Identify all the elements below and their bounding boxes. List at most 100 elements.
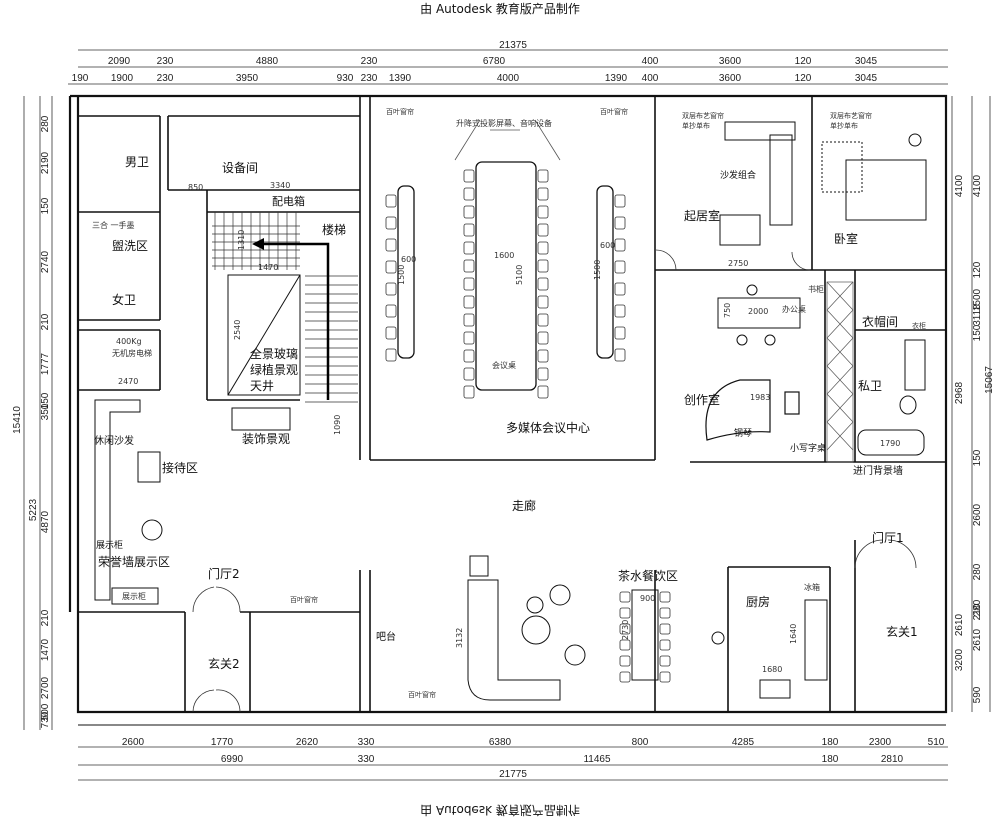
dim-top-r2-11: 120 — [795, 73, 812, 84]
dim-top-r2-4: 930 — [337, 73, 354, 84]
label-foyer1: 门厅1 — [872, 530, 904, 545]
dim-top-r2-9: 400 — [642, 73, 659, 84]
dim-left-in-1: 2190 — [40, 151, 51, 174]
chair-32 — [385, 260, 397, 274]
bathtub — [857, 339, 926, 456]
label-atrium-1: 全景玻璃 — [250, 346, 298, 361]
dim-right-overall: 15067 — [984, 366, 995, 394]
stair-arrow — [252, 238, 330, 400]
dim-top-r1-0: 2090 — [108, 56, 131, 67]
chair-7 — [537, 223, 549, 237]
dim-sofa-b: 2750 — [728, 259, 748, 268]
dim-atrium-h: 2540 — [233, 320, 242, 340]
dim-top-r2-8: 1390 — [605, 73, 628, 84]
dim-kitchen-h: 1640 — [789, 624, 798, 644]
dim-eq2: 850 — [188, 183, 203, 192]
chair-41 — [614, 348, 626, 362]
label-sink-toilet: 三合 一手墨 — [92, 220, 135, 230]
chair-34 — [385, 282, 397, 296]
chair-1 — [537, 169, 549, 183]
atrium — [227, 274, 301, 431]
dim-bar-l: 3132 — [455, 628, 464, 648]
dim-right-in-3: 3118 — [972, 304, 983, 326]
label-bookcase: 书柜 — [808, 284, 824, 294]
chair-26 — [385, 194, 397, 208]
dim-bottom-overall: 21775 — [499, 769, 527, 780]
dim-bottom-stair: 1090 — [333, 415, 342, 435]
dim-left-in-12: 500 — [40, 703, 51, 720]
bar-sofa — [467, 555, 561, 701]
label-elevator-1: 400Kg — [116, 337, 142, 346]
dim-stair-2: 1470 — [258, 263, 278, 272]
dim-right-in-6: 2600 — [972, 503, 983, 526]
label-entry1: 玄关1 — [886, 624, 918, 639]
label-corridor: 走廊 — [512, 498, 536, 513]
dim-left-in-4: 210 — [40, 313, 51, 330]
projector-lines — [454, 119, 561, 161]
label-projector: 升降式投影屏幕、音响设备 — [456, 118, 552, 128]
label-curtain-2b: 单抄单布 — [830, 121, 858, 130]
honor-cabinet — [111, 587, 159, 605]
chair-5 — [537, 205, 549, 219]
label-wash-area: 盥洗区 — [112, 239, 148, 253]
bottom-dimensions — [78, 746, 948, 781]
label-sofa-set: 沙发组合 — [720, 169, 756, 181]
chair-21 — [537, 349, 549, 363]
label-equipment-room: 设备间 — [222, 161, 258, 175]
conference-chairs — [385, 169, 671, 683]
chair-6 — [463, 223, 475, 237]
chair-33 — [614, 260, 626, 274]
chair-23 — [537, 367, 549, 381]
interior-walls — [78, 96, 946, 712]
dim-right-in-9: 280 — [972, 599, 983, 616]
label-distribution-box: 配电箱 — [272, 194, 305, 208]
label-atrium-2: 绿植景观 — [250, 362, 298, 377]
chair-11 — [537, 259, 549, 273]
dim-top-r2-2: 230 — [157, 73, 174, 84]
dim-right-out-2: 2610 — [954, 613, 965, 636]
chair-13 — [537, 277, 549, 291]
chair-10 — [463, 259, 475, 273]
dim-desk: 2000 — [748, 307, 768, 316]
dim-top-overall: 21375 — [499, 40, 527, 51]
label-meeting-table: 会议桌 — [492, 360, 516, 370]
chair-8 — [463, 241, 475, 255]
label-writing-desk: 小写字桌 — [790, 442, 826, 454]
label-studio: 创作室 — [684, 392, 720, 407]
dim-bot-r2-4: 2810 — [881, 754, 904, 765]
dim-table-w: 1600 — [494, 251, 514, 260]
chair-19 — [537, 331, 549, 345]
chair-24 — [463, 385, 475, 399]
dim-right-in-4: 150 — [972, 324, 983, 341]
dim-tea-l: 2730 — [621, 620, 630, 640]
chair-49 — [659, 639, 671, 651]
dim-left-in-13: 730 — [40, 711, 51, 728]
dim-left-overall: 15410 — [12, 406, 23, 434]
label-honor-cabinet: 展示柜 — [122, 591, 146, 601]
label-piano: 钢琴 — [734, 427, 752, 439]
dim-top-r2-10: 3600 — [719, 73, 742, 84]
label-tea-dining: 茶水餐饮区 — [618, 568, 678, 583]
chair-50 — [619, 655, 631, 667]
chair-44 — [619, 607, 631, 619]
dim-right-in-10: 2610 — [972, 628, 983, 651]
dim-bot-r1-8: 2300 — [869, 737, 892, 748]
dim-top-r1-8: 3045 — [855, 56, 878, 67]
dim-table-l: 5100 — [515, 265, 524, 285]
label-curtain-2a: 双层布艺窗帘 — [830, 111, 872, 120]
left-dimensions — [23, 96, 53, 730]
dim-top-r2-1: 1900 — [111, 73, 134, 84]
chair-28 — [385, 216, 397, 230]
dim-bench-l1: 1500 — [397, 265, 406, 285]
dim-right-in-8: 210 — [972, 603, 983, 620]
bookcase — [826, 281, 854, 463]
dim-top-r2-5: 230 — [361, 73, 378, 84]
dim-eq: 3340 — [270, 181, 290, 190]
dim-bot-r1-7: 180 — [822, 737, 839, 748]
dim-stair-1: 1310 — [237, 230, 246, 250]
label-wardrobe: 衣柜 — [912, 321, 926, 330]
